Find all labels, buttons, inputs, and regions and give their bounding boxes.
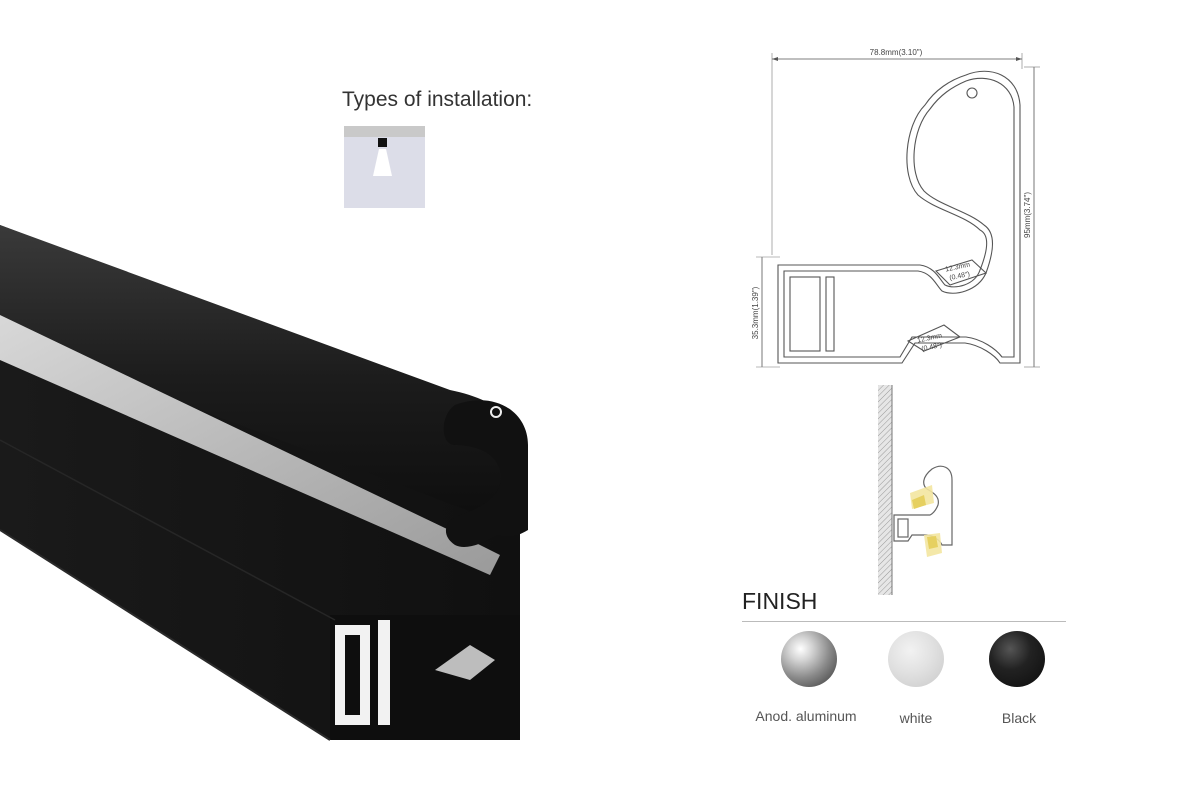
swatch-white (888, 631, 944, 687)
profile-render-image (0, 225, 528, 741)
dim-base-label: 35.3mm(1.39") (751, 286, 760, 339)
installation-heading: Types of installation: (342, 88, 533, 111)
dim-width-label: 78.8mm(3.10") (870, 48, 923, 57)
slot-lower-in: (0.48") (921, 342, 943, 353)
cross-section-drawing: 78.8mm(3.10") 95mm(3.74") 35.3mm(1.39") … (751, 48, 1040, 368)
finish-label-white: white (899, 710, 933, 726)
finish-label-aluminum: Anod. aluminum (755, 708, 857, 724)
finish-label-black: Black (1001, 710, 1037, 726)
recessed-install-icon (344, 126, 425, 208)
finish-divider (742, 621, 1066, 622)
swatch-anodized-aluminum (781, 631, 837, 687)
dim-height-label: 95mm(3.74") (1023, 192, 1032, 238)
finish-title: FINISH (742, 588, 818, 614)
slot-upper-in: (0.48") (949, 271, 971, 282)
swatch-black (989, 631, 1045, 687)
wall-mount-diagram (878, 385, 953, 595)
